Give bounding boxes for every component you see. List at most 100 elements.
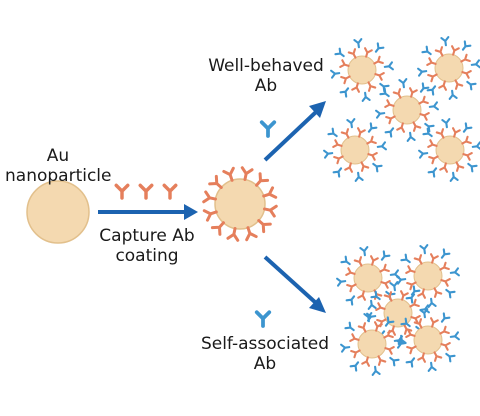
bound-blue-antibody-icon [427, 361, 437, 372]
bound-capture-antibody-icon [452, 127, 461, 138]
bound-blue-antibody-icon [379, 87, 390, 98]
bound-blue-antibody-icon [372, 162, 383, 173]
self-label-line1: Self-associated [200, 334, 330, 354]
bound-capture-antibody-icon [349, 333, 360, 342]
bound-blue-antibody-icon [384, 127, 395, 138]
bound-blue-antibody-icon [471, 141, 480, 151]
bound-capture-antibody-icon [366, 135, 377, 145]
bound-blue-antibody-icon [400, 253, 411, 264]
coated-particle [418, 118, 480, 182]
bound-blue-antibody-icon [449, 171, 459, 182]
bound-blue-antibody-icon [361, 91, 371, 102]
au-label-line2: nanoparticle [5, 166, 112, 186]
bound-blue-antibody-icon [396, 339, 407, 349]
bound-blue-antibody-icon [440, 248, 451, 259]
bound-blue-antibody-icon [419, 244, 429, 255]
bound-blue-antibody-icon [330, 69, 341, 79]
bound-blue-antibody-icon [449, 267, 460, 277]
bound-blue-antibody-icon [462, 122, 473, 133]
bound-capture-antibody-icon [344, 162, 353, 173]
capture-ab-coating-label: Capture Ab coating [92, 226, 202, 266]
bound-blue-antibody-icon [376, 141, 387, 151]
bound-capture-antibody-icon [357, 127, 366, 138]
bound-capture-antibody-icon [428, 155, 439, 165]
coated-particle [340, 312, 404, 376]
bound-capture-antibody-icon [451, 45, 460, 56]
bound-blue-antibody-icon [344, 321, 355, 332]
bound-capture-antibody-icon [439, 325, 450, 335]
bound-capture-antibody-icon [360, 161, 370, 172]
lower-outcome-arrow-icon [263, 255, 326, 313]
bound-blue-antibody-icon [461, 40, 472, 51]
bound-blue-antibody-icon [466, 80, 477, 91]
bound-blue-antibody-icon [440, 36, 450, 47]
bound-capture-antibody-icon [430, 253, 439, 264]
bound-blue-antibody-icon [340, 255, 351, 266]
bound-capture-antibody-icon [374, 321, 383, 332]
bound-blue-antibody-icon [389, 281, 399, 292]
bound-capture-antibody-icon [426, 57, 437, 66]
coated-particle [336, 246, 400, 310]
well-label-line1: Well-behaved [208, 56, 324, 76]
bound-capture-antibody-icon [357, 322, 367, 333]
bound-capture-antibody-icon [460, 53, 471, 63]
bound-capture-antibody-icon [440, 278, 451, 287]
bound-capture-antibody-icon [345, 267, 356, 276]
bound-capture-antibody-icon [406, 345, 417, 355]
bound-capture-antibody-icon [353, 256, 363, 267]
bound-blue-antibody-icon [405, 293, 416, 304]
coated-nanoparticle [202, 166, 278, 242]
bound-blue-antibody-icon [419, 82, 430, 93]
bound-blue-antibody-icon [334, 47, 345, 58]
bound-capture-antibody-icon [377, 355, 387, 366]
bound-capture-antibody-icon [347, 48, 357, 59]
bound-blue-antibody-icon [327, 127, 338, 138]
bound-blue-antibody-icon [370, 290, 381, 301]
coating-arrow-icon [98, 204, 198, 220]
bound-capture-antibody-icon [351, 82, 360, 93]
bound-capture-antibody-icon [439, 162, 448, 173]
bound-capture-antibody-icon [413, 318, 423, 329]
self-associated-antibody-icon [254, 310, 272, 328]
bound-blue-antibody-icon [332, 167, 343, 178]
dispersed-nanoparticles-cluster [323, 36, 480, 182]
bound-blue-antibody-icon [426, 85, 437, 96]
bound-capture-antibody-icon [454, 79, 464, 90]
bound-capture-antibody-icon [410, 315, 421, 324]
coated-particle [396, 244, 460, 308]
coated-particle [375, 78, 439, 142]
capture-antibody-icon [162, 183, 178, 200]
bound-capture-antibody-icon [427, 73, 438, 83]
bound-blue-antibody-icon [418, 149, 429, 159]
aggregated-nanoparticles-cluster [336, 244, 460, 376]
bound-capture-antibody-icon [357, 290, 366, 301]
bound-capture-antibody-icon [210, 221, 225, 236]
bound-capture-antibody-icon [350, 349, 361, 359]
bound-blue-antibody-icon [419, 308, 429, 319]
bound-capture-antibody-icon [385, 115, 396, 125]
bound-blue-antibody-icon [467, 162, 478, 173]
bound-blue-antibody-icon [367, 122, 378, 133]
bound-capture-antibody-icon [373, 55, 384, 65]
bound-blue-antibody-icon [354, 171, 364, 182]
bound-capture-antibody-icon [396, 122, 405, 133]
bound-capture-antibody-icon [384, 346, 395, 355]
bound-blue-antibody-icon [389, 356, 400, 367]
bound-blue-antibody-icon [353, 38, 363, 49]
well-behaved-antibody-icon [259, 120, 277, 138]
bound-blue-antibody-icon [349, 361, 360, 372]
bound-capture-antibody-icon [417, 288, 426, 299]
bound-blue-antibody-icon [367, 299, 377, 310]
au-label-line1: Au [46, 146, 70, 166]
bound-capture-antibody-icon [430, 317, 439, 328]
capture-label-line2: coating [115, 246, 179, 266]
bound-capture-antibody-icon [461, 135, 472, 145]
bound-capture-antibody-icon [339, 59, 350, 68]
bound-capture-antibody-icon [405, 265, 416, 274]
bound-capture-antibody-icon [440, 342, 451, 351]
bound-blue-antibody-icon [421, 45, 432, 56]
bound-capture-antibody-icon [262, 186, 278, 199]
bound-blue-antibody-icon [398, 78, 408, 89]
bound-capture-antibody-icon [383, 291, 393, 302]
